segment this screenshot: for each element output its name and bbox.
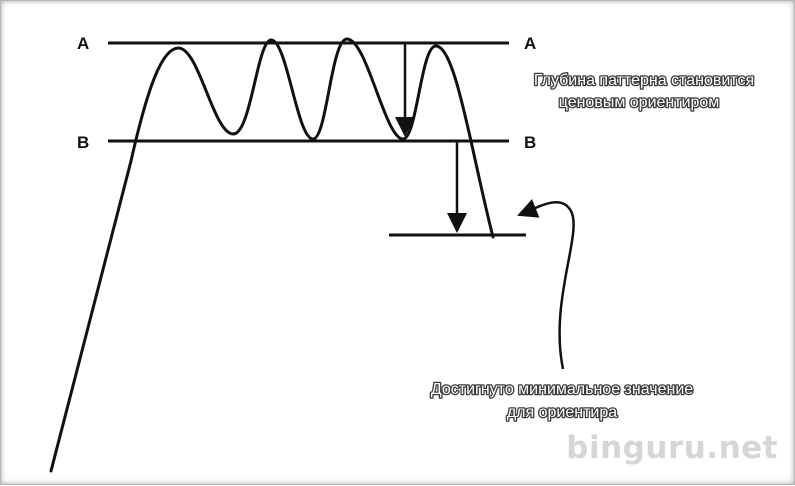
target-pointer-arrow [517,199,575,370]
target-annotation-line2: для ориентира [507,404,617,421]
label-a-right: A [524,34,536,53]
depth-annotation-line1: Глубина паттерна становится [534,72,754,89]
label-a-left: A [77,34,89,53]
price-path [49,37,495,473]
watermark: binguru.net [566,430,778,466]
label-b-left: B [77,133,89,152]
label-b-right: B [524,133,536,152]
depth-annotation-line2: ценовым ориентиром [559,94,720,111]
target-annotation-line1: Достигнуто минимальное значение [431,381,693,398]
